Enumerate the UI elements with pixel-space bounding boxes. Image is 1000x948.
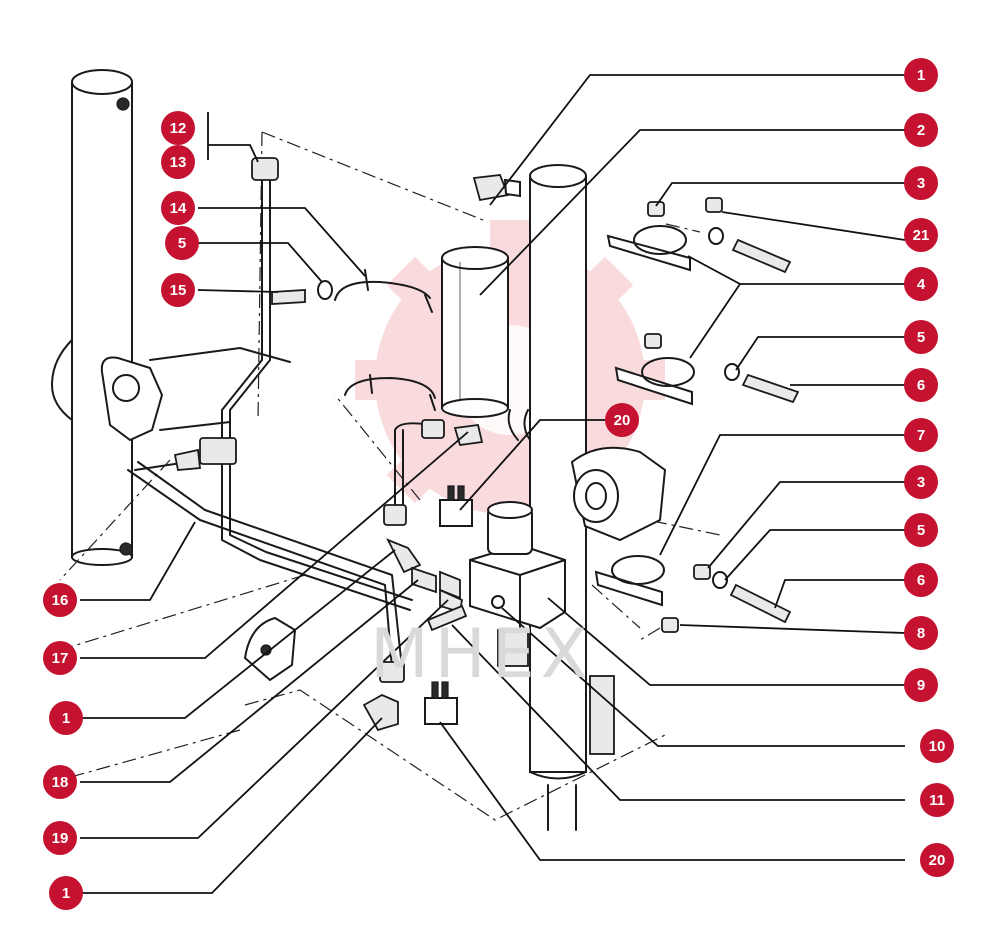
- callout-10: 10: [920, 729, 954, 763]
- leader-lines: [80, 74, 906, 894]
- pipes: [127, 157, 431, 683]
- callout-20-bottom: 20: [920, 843, 954, 877]
- callout-17: 17: [43, 641, 77, 675]
- callout-15: 15: [161, 273, 195, 307]
- callout-9: 9: [904, 668, 938, 702]
- clamps-left: [334, 269, 436, 411]
- callout-16: 16: [43, 583, 77, 617]
- callout-5-top: 5: [904, 320, 938, 354]
- callout-4: 4: [904, 267, 938, 301]
- callout-3-mid: 3: [904, 465, 938, 499]
- callout-5-mid: 5: [904, 513, 938, 547]
- left-cylinder: [51, 69, 133, 566]
- callout-1-left-a: 1: [49, 701, 83, 735]
- center-column: [529, 164, 615, 831]
- clamps-right: [594, 225, 695, 607]
- callout-3-top: 3: [904, 166, 938, 200]
- accumulator: [441, 246, 509, 418]
- callout-5-left: 5: [165, 226, 199, 260]
- callout-18: 18: [43, 765, 77, 799]
- callout-12: 12: [161, 111, 195, 145]
- callout-7: 7: [904, 418, 938, 452]
- callout-19: 19: [43, 821, 77, 855]
- solenoid-connectors: [424, 409, 531, 725]
- callout-8: 8: [904, 616, 938, 650]
- callout-20-center: 20: [605, 403, 639, 437]
- right-stub: [570, 446, 667, 542]
- callout-11: 11: [920, 783, 954, 817]
- frame-lug: [100, 347, 291, 442]
- callout-6-top: 6: [904, 368, 938, 402]
- fasteners-right: [644, 197, 800, 633]
- callout-1-top: 1: [904, 58, 938, 92]
- callout-21: 21: [904, 218, 938, 252]
- callout-6-mid: 6: [904, 563, 938, 597]
- watermark-text: МНЕХ: [370, 615, 594, 694]
- callout-13: 13: [161, 145, 195, 179]
- callout-2: 2: [904, 113, 938, 147]
- callout-1-left-b: 1: [49, 876, 83, 910]
- callout-14: 14: [161, 191, 195, 225]
